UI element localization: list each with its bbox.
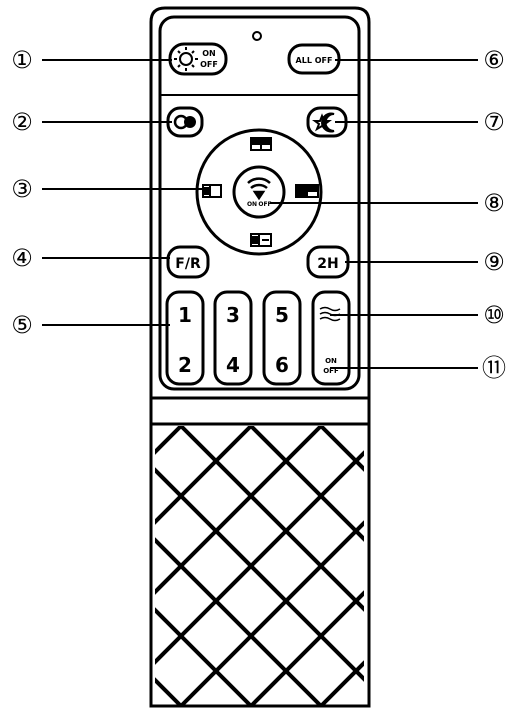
callout-10: ⑩	[483, 301, 505, 329]
speed-3-4-button[interactable]: 3 4	[213, 290, 253, 386]
fan-reverse-label: F/R	[175, 256, 201, 272]
all-off-button[interactable]: ALL OFF	[287, 43, 341, 75]
speed-6-label: 6	[275, 353, 289, 377]
callout-8: ⑧	[483, 189, 505, 217]
callout-11: ⑪	[482, 354, 506, 382]
color-temp-icon	[173, 114, 196, 130]
callout-2: ②	[11, 108, 33, 136]
color-temp-button[interactable]	[166, 106, 204, 138]
callout-9: ⑨	[483, 248, 505, 276]
ir-indicator	[252, 31, 262, 41]
light-off-label: OFF	[200, 60, 218, 69]
speed-2-label: 2	[178, 353, 192, 377]
scene-right-icon[interactable]	[295, 184, 319, 198]
fan-off-label: OFF	[323, 367, 339, 375]
timer-2h-button[interactable]: 2H	[306, 245, 350, 279]
grip-pattern	[155, 426, 364, 706]
all-off-label: ALL OFF	[296, 56, 333, 65]
speed-5-6-button[interactable]: 5 6	[262, 290, 302, 386]
callout-numbers: ① ② ③ ④ ⑤ ⑥ ⑦ ⑧ ⑨ ⑩ ⑪	[11, 46, 506, 382]
center-fan-button[interactable]: ON OFF	[247, 177, 272, 208]
scene-left-icon[interactable]	[202, 184, 222, 198]
fan-onoff-button[interactable]: ON OFF	[311, 290, 351, 386]
moon-star-icon	[312, 112, 335, 133]
callout-3: ③	[11, 175, 33, 203]
callout-1: ①	[11, 46, 33, 74]
fan-on-label: ON	[325, 357, 337, 365]
speed-3-label: 3	[226, 303, 240, 327]
remote-body-outline	[149, 6, 371, 708]
fan-reverse-button[interactable]: F/R	[166, 245, 210, 279]
sun-icon	[174, 47, 198, 71]
light-onoff-button[interactable]: ON OFF	[168, 42, 228, 76]
callout-4: ④	[11, 244, 33, 272]
left-callout-lines	[42, 59, 205, 326]
speed-1-2-button[interactable]: 1 2	[165, 290, 205, 386]
right-callout-lines	[270, 59, 478, 369]
wifi-fan-icon	[247, 177, 271, 201]
speed-1-label: 1	[178, 303, 192, 327]
center-off-label: OFF	[258, 201, 271, 208]
dimming-pad[interactable]	[195, 128, 323, 256]
callout-5: ⑤	[11, 311, 33, 339]
callout-6: ⑥	[483, 46, 505, 74]
timer-2h-label: 2H	[317, 256, 338, 272]
callout-7: ⑦	[483, 108, 505, 136]
center-on-label: ON	[247, 201, 257, 208]
brightness-down-icon[interactable]	[250, 233, 272, 247]
brightness-up-icon[interactable]	[250, 137, 272, 151]
speed-4-label: 4	[226, 353, 240, 377]
light-on-label: ON	[202, 49, 216, 58]
speed-5-label: 5	[275, 303, 289, 327]
